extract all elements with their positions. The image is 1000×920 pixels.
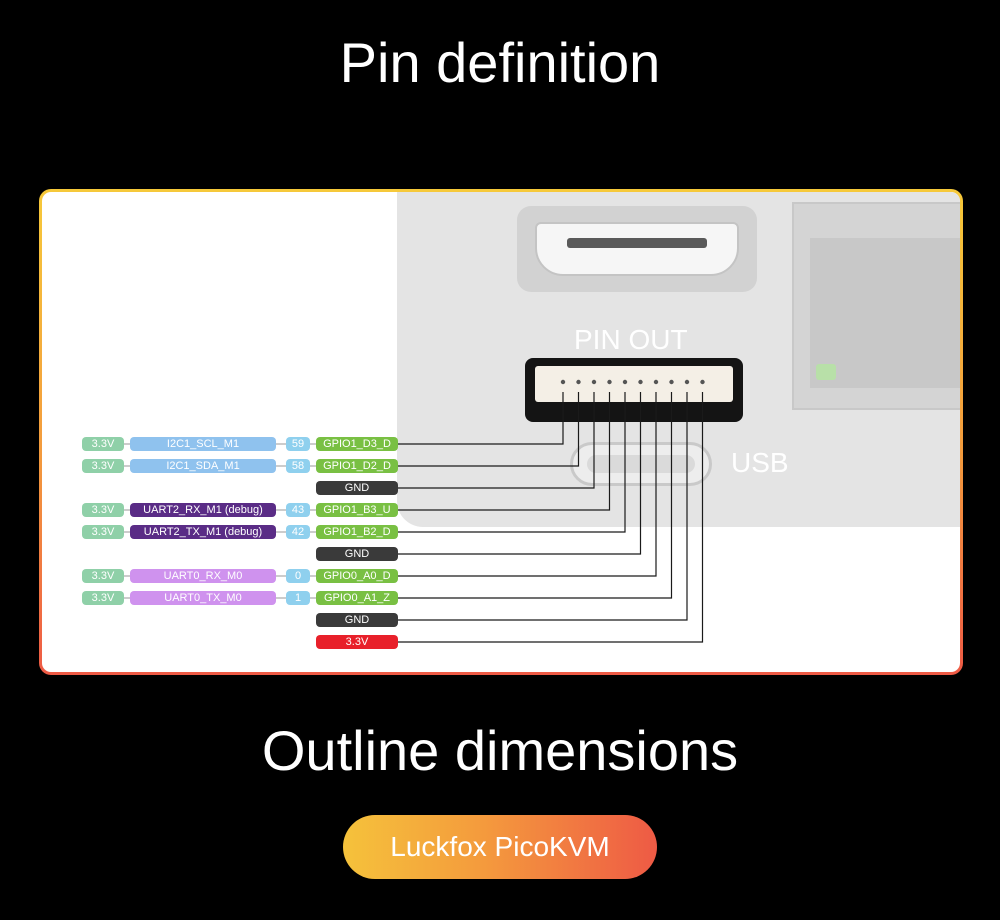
voltage-badge: 3.3V <box>82 591 124 605</box>
pin-wire <box>398 392 580 467</box>
gpio-badge: GPIO0_A0_D <box>316 569 398 583</box>
pin-number-badge: 58 <box>286 459 310 473</box>
gpio-badge: GPIO1_D3_D <box>316 437 398 451</box>
gpio-badge: GND <box>316 481 398 495</box>
voltage-badge: 3.3V <box>82 459 124 473</box>
pin-header-connector <box>525 358 743 422</box>
pin-number-badge: 43 <box>286 503 310 517</box>
pin-wire <box>398 392 657 577</box>
connector-pin <box>591 379 597 385</box>
connector-pin <box>576 379 581 385</box>
function-badge: UART0_TX_M0 <box>130 591 276 605</box>
ethernet-port-icon <box>792 202 960 410</box>
function-badge: UART0_RX_M0 <box>130 569 276 583</box>
connector-pin <box>653 379 659 385</box>
pin-wire <box>398 392 611 511</box>
pin-wiring <box>124 379 705 643</box>
pin-wire <box>398 392 688 621</box>
outline-dimensions-title: Outline dimensions <box>261 719 739 782</box>
pin-number-badge: 59 <box>286 437 310 451</box>
pin-wire <box>398 392 704 643</box>
function-badge: I2C1_SDA_M1 <box>130 459 276 473</box>
pinout-diagram-frame: PIN OUT USB 3.3V I2C1_SCL_M1 59 GPIO1_D3_D 3… <box>39 189 963 675</box>
gpio-badge: GPIO1_B3_U <box>316 503 398 517</box>
pin-out-label: PIN OUT <box>574 324 688 355</box>
connector-pin <box>700 379 705 385</box>
gpio-badge: GND <box>316 613 398 627</box>
function-badge: UART2_RX_M1 (debug) <box>130 503 276 517</box>
gpio-badge: GPIO0_A1_Z <box>316 591 398 605</box>
pin-definition-title: Pin definition <box>339 31 661 94</box>
gpio-badge: GND <box>316 547 398 561</box>
usb-label: USB <box>731 447 789 478</box>
pin-wire <box>398 392 564 445</box>
product-button[interactable]: Luckfox PicoKVM <box>343 815 657 879</box>
connector-pin <box>638 379 643 385</box>
gpio-badge: GPIO1_D2_D <box>316 459 398 473</box>
connector-pin <box>560 379 566 385</box>
voltage-badge: 3.3V <box>82 525 124 539</box>
pinout-diagram: PIN OUT USB 3.3V I2C1_SCL_M1 59 GPIO1_D3_D 3… <box>42 192 960 672</box>
function-badge: UART2_TX_M1 (debug) <box>130 525 276 539</box>
pin-number-badge: 0 <box>286 569 310 583</box>
connector-pin <box>684 379 690 385</box>
gpio-badge: GPIO1_B2_D <box>316 525 398 539</box>
pin-number-badge: 1 <box>286 591 310 605</box>
pin-wire <box>398 392 642 555</box>
pin-number-badge: 42 <box>286 525 310 539</box>
pin-wire <box>398 392 626 533</box>
connector-pin <box>607 379 612 385</box>
voltage-badge: 3.3V <box>82 569 124 583</box>
hdmi-port-icon <box>517 206 757 292</box>
pin-wire <box>398 392 673 599</box>
voltage-badge: 3.3V <box>82 437 124 451</box>
gpio-badge: 3.3V <box>316 635 398 649</box>
connector-pin <box>669 379 674 385</box>
voltage-badge: 3.3V <box>82 503 124 517</box>
connector-pin <box>622 379 628 385</box>
pin-wire <box>398 392 595 489</box>
led-icon <box>816 364 836 380</box>
function-badge: I2C1_SCL_M1 <box>130 437 276 451</box>
